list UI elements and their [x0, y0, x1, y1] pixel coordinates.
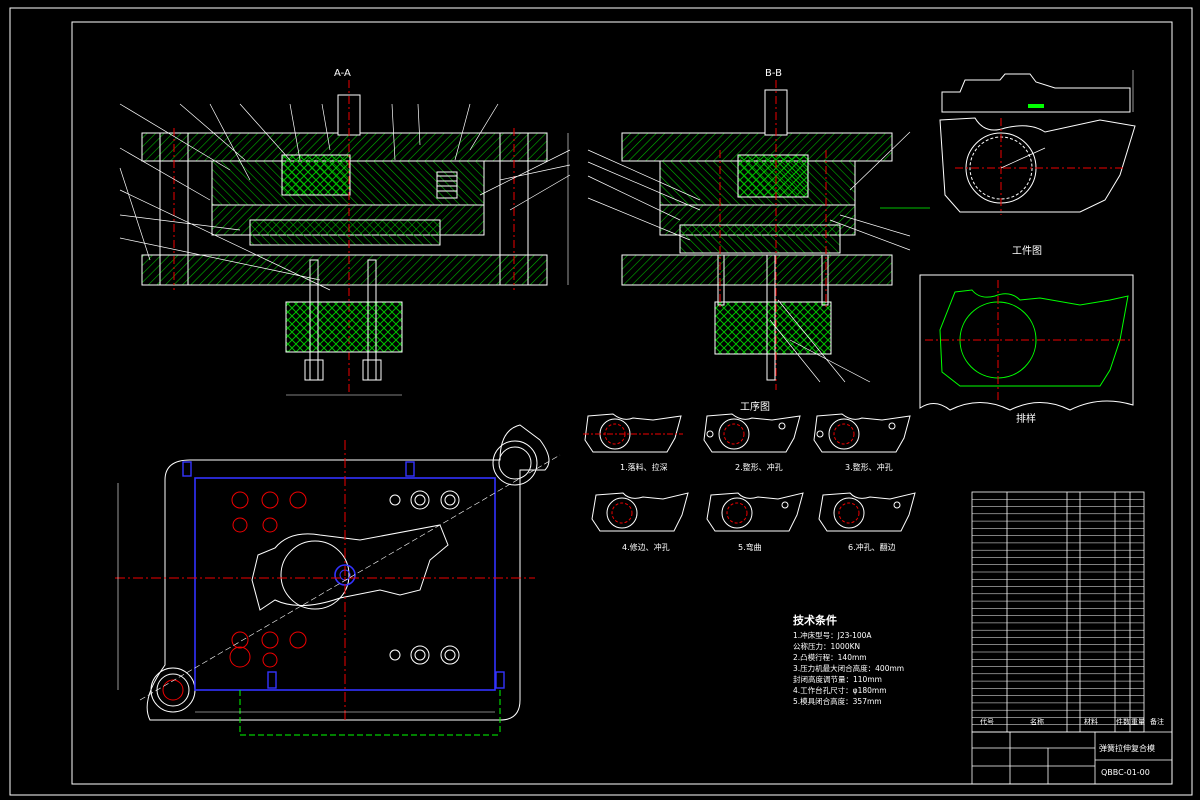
- outer-border: [9, 7, 1193, 796]
- section-b-b-label: B-B: [765, 68, 782, 79]
- process-step-label: 6.冲孔、翻边: [848, 543, 896, 552]
- blank-layout-view: [919, 274, 1134, 411]
- drawing-name: 弹簧拉伸复合模: [1099, 744, 1155, 753]
- section-a-a-label: A-A: [334, 68, 351, 79]
- section-a-a-view: [119, 80, 571, 396]
- blank-layout-label: 排样: [1016, 414, 1036, 425]
- col-header-extra: 件数: [1116, 718, 1130, 726]
- technical-notes-heading: 技术条件: [793, 614, 837, 627]
- process-step-label: 2.整形、冲孔: [735, 463, 783, 472]
- inner-border: [71, 21, 1173, 785]
- process-sketches: [583, 413, 916, 532]
- process-step-label: 3.整形、冲孔: [845, 463, 893, 472]
- technical-note-line: 1.冲床型号：J23-100A: [793, 631, 872, 640]
- col-header-name: 名称: [1030, 718, 1044, 726]
- part-drawing-view: [939, 70, 1136, 215]
- plan-view: [115, 424, 561, 736]
- technical-note-line: 公称压力：1000KN: [793, 642, 861, 651]
- part-list-rows: [972, 499, 1144, 725]
- col-header-extra: 重量: [1131, 718, 1145, 726]
- section-b-b-view: [587, 80, 930, 390]
- technical-note-line: 4.工作台孔尺寸：φ180mm: [793, 686, 887, 695]
- technical-note-line: 封闭高度调节量：110mm: [793, 675, 882, 684]
- col-header-material: 材料: [1084, 718, 1098, 726]
- process-step-label: 4.修边、冲孔: [622, 543, 670, 552]
- process-drawing-label: 工序图: [740, 402, 770, 413]
- technical-note-line: 3.压力机最大闭合高度：400mm: [793, 664, 905, 673]
- title-block-grid: [971, 491, 1173, 785]
- part-drawing-label: 工件图: [1012, 246, 1042, 257]
- technical-note-line: 2.凸模行程：140mm: [793, 653, 867, 662]
- drawing-number: QBBC-01-00: [1101, 768, 1150, 777]
- technical-note-line: 5.模具闭合高度：357mm: [793, 697, 882, 706]
- col-header-extra: 备注: [1150, 718, 1164, 726]
- process-step-label: 5.弯曲: [738, 543, 762, 552]
- col-header-code: 代号: [980, 718, 994, 726]
- technical-notes: 技术条件 1.冲床型号：J23-100A 公称压力：1000KN 2.凸模行程：…: [793, 615, 904, 707]
- process-step-label: 1.落料、拉深: [620, 463, 668, 472]
